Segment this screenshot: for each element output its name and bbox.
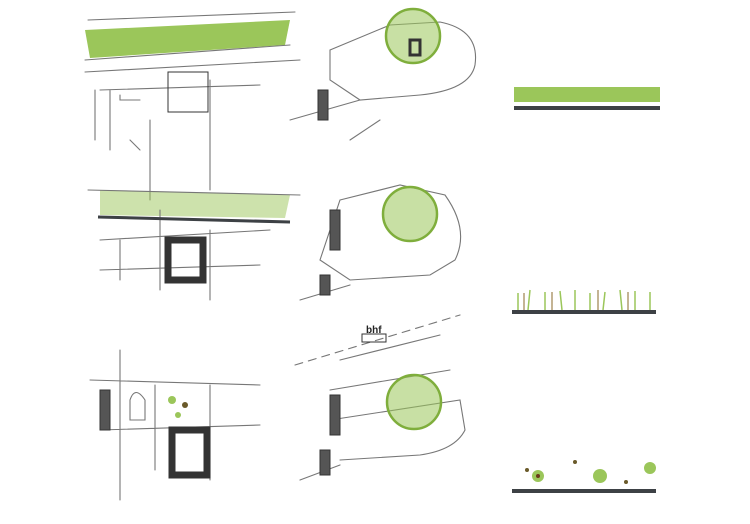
sketch-row2-left: [87, 189, 301, 301]
sketch-row2-middle: [299, 184, 462, 301]
sketch-row1-middle: [289, 7, 477, 141]
legend-green-strip: [514, 87, 660, 102]
legend-trees: [525, 460, 656, 484]
station-label: bhf: [366, 325, 382, 336]
sketch-row3-middle: [294, 314, 466, 481]
sketch-row3-left: [89, 349, 261, 501]
legend-grass-strokes: [517, 289, 651, 311]
sketch-row1-left: [84, 11, 301, 201]
